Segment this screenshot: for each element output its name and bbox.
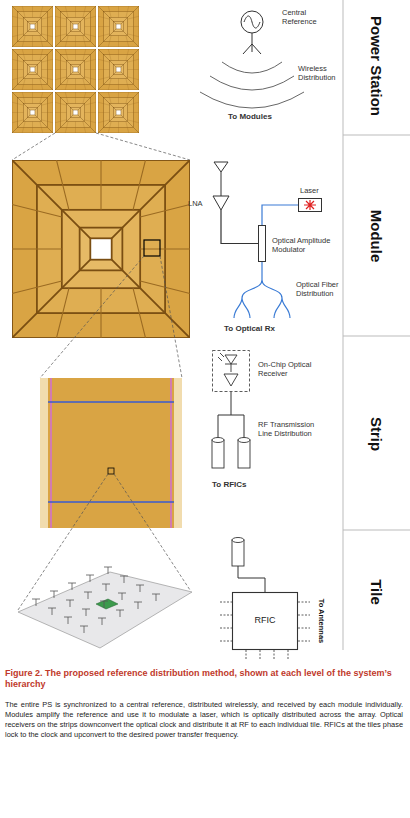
pin xyxy=(274,650,275,659)
amplifier-node: LNA xyxy=(188,194,232,216)
rfic-node: RFIC xyxy=(232,592,298,650)
pin xyxy=(288,650,289,659)
antenna-element xyxy=(66,600,74,607)
node-text: RFIC xyxy=(232,615,298,626)
antenna-element xyxy=(136,585,144,592)
node-text: On-Chip Optical Receiver xyxy=(258,360,324,378)
figure-caption: Figure 2. The proposed reference distrib… xyxy=(5,668,403,690)
antenna-element xyxy=(86,575,94,582)
node-shape xyxy=(258,225,266,262)
laser-symbol xyxy=(299,199,322,212)
antenna-element xyxy=(50,591,58,598)
antenna-element xyxy=(116,610,124,617)
chip-outline xyxy=(233,593,298,650)
laser-star xyxy=(304,200,316,210)
antenna-element xyxy=(120,576,128,583)
antenna-element xyxy=(104,567,112,574)
antenna-element xyxy=(102,584,110,591)
receiver-node: On-Chip Optical Receiver xyxy=(210,348,328,394)
antenna-element xyxy=(68,583,76,590)
amplifier-symbol xyxy=(224,374,238,386)
node-shape xyxy=(212,350,250,392)
level-label: Module xyxy=(367,210,385,263)
output-label: To Modules xyxy=(228,112,272,122)
module-tile xyxy=(12,6,53,47)
antenna-element xyxy=(152,594,160,601)
antenna-element xyxy=(64,617,72,624)
antenna-element xyxy=(100,601,108,608)
module-tile xyxy=(55,6,96,47)
antenna-element xyxy=(134,602,142,609)
output-label: To Optical Rx xyxy=(224,324,275,334)
connector xyxy=(262,205,298,225)
connector xyxy=(221,210,258,244)
node-outline xyxy=(212,350,250,392)
block-label: Wireless Distribution xyxy=(298,64,342,82)
output-label: To Antennas xyxy=(317,599,326,644)
antenna-element xyxy=(80,626,88,633)
modulator-node: Optical Amplitude Modulator xyxy=(256,222,338,266)
node-outline xyxy=(258,225,266,262)
pin xyxy=(260,650,261,659)
module-tile xyxy=(55,92,96,133)
module-tile xyxy=(55,49,96,90)
receiver-outline xyxy=(213,351,250,392)
node-outline xyxy=(213,196,229,210)
module-tile xyxy=(12,92,53,133)
node-outline xyxy=(298,198,322,212)
block-label: Central Reference xyxy=(282,8,338,26)
node-shape xyxy=(298,198,322,212)
block-label: Optical Fiber Distribution xyxy=(296,280,342,298)
module-tile xyxy=(12,49,53,90)
pin xyxy=(246,650,247,659)
node-text: Optical Amplitude Modulator xyxy=(272,236,336,254)
laser-node: Laser xyxy=(294,186,326,214)
antenna-element xyxy=(98,618,106,625)
antenna-element xyxy=(82,609,90,616)
output-label: To RFICs xyxy=(212,480,247,490)
level-label: Strip xyxy=(367,417,385,451)
amplifier-symbol xyxy=(213,196,229,210)
antenna-element xyxy=(48,608,56,615)
block-label: RF Transmission Line Distribution xyxy=(258,420,330,438)
node-text: Laser xyxy=(300,186,319,195)
node-text: LNA xyxy=(188,199,203,208)
level-label: Tile xyxy=(367,579,385,605)
node-shape xyxy=(213,196,229,210)
antenna-element xyxy=(118,593,126,600)
modulator-symbol xyxy=(259,226,266,262)
module-tile xyxy=(98,92,139,133)
photodiode-symbol xyxy=(218,353,237,372)
module-tile xyxy=(98,6,139,47)
caption-body: The entire PS is synchronized to a centr… xyxy=(5,700,403,740)
module-tile xyxy=(98,49,139,90)
antenna-element xyxy=(84,592,92,599)
antenna-element xyxy=(32,599,40,606)
level-label: Power Station xyxy=(367,16,385,116)
